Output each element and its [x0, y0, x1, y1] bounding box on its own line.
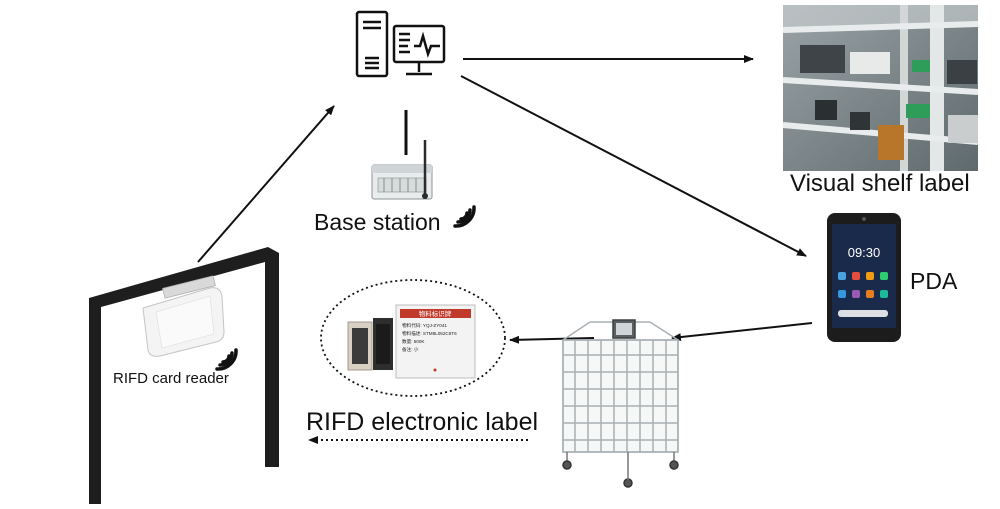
tag-line-2: 物料描述: STM8L052C6T6	[402, 330, 457, 337]
pda-device-icon: 09:30	[827, 213, 901, 342]
trolley-cart-image	[562, 319, 679, 488]
rfid-reader-icon	[142, 275, 225, 357]
tag-header-text: 物料标识牌	[419, 309, 452, 318]
arrow-computer-to-pda	[460, 75, 807, 257]
tag-line-3: 数量: 500K	[402, 338, 425, 345]
arrow-pda-to-cart	[671, 322, 813, 342]
tag-line-1: 物料代码: YQJ-ZY041	[402, 322, 447, 329]
rfid-electronic-label-text: RIFD electronic label	[306, 408, 539, 436]
pda-label-text: PDA	[910, 268, 958, 294]
electronic-tag-strips	[347, 318, 393, 371]
computer-icon	[355, 10, 446, 78]
electronic-tag-display: 物料标识牌 物料代码: YQJ-ZY041 物料描述: STM8L052C6T6…	[395, 304, 476, 379]
base-station-icon	[371, 140, 433, 200]
arrow-cart-to-label	[509, 335, 595, 344]
rfid-card-reader-label-text: RIFD card reader	[113, 370, 229, 387]
arrow-reader-to-computer	[197, 105, 335, 263]
tag-line-4: 备注: 小	[402, 346, 419, 353]
electronic-label-ellipse	[320, 279, 506, 397]
wireless-signal-icon	[453, 205, 476, 228]
reader-signal-icon	[215, 348, 238, 371]
visual-shelf-image	[782, 5, 979, 171]
pda-clock-text: 09:30	[848, 245, 881, 260]
base-station-label-text: Base station	[314, 209, 441, 235]
visual-shelf-label-text: Visual shelf label	[790, 170, 970, 197]
